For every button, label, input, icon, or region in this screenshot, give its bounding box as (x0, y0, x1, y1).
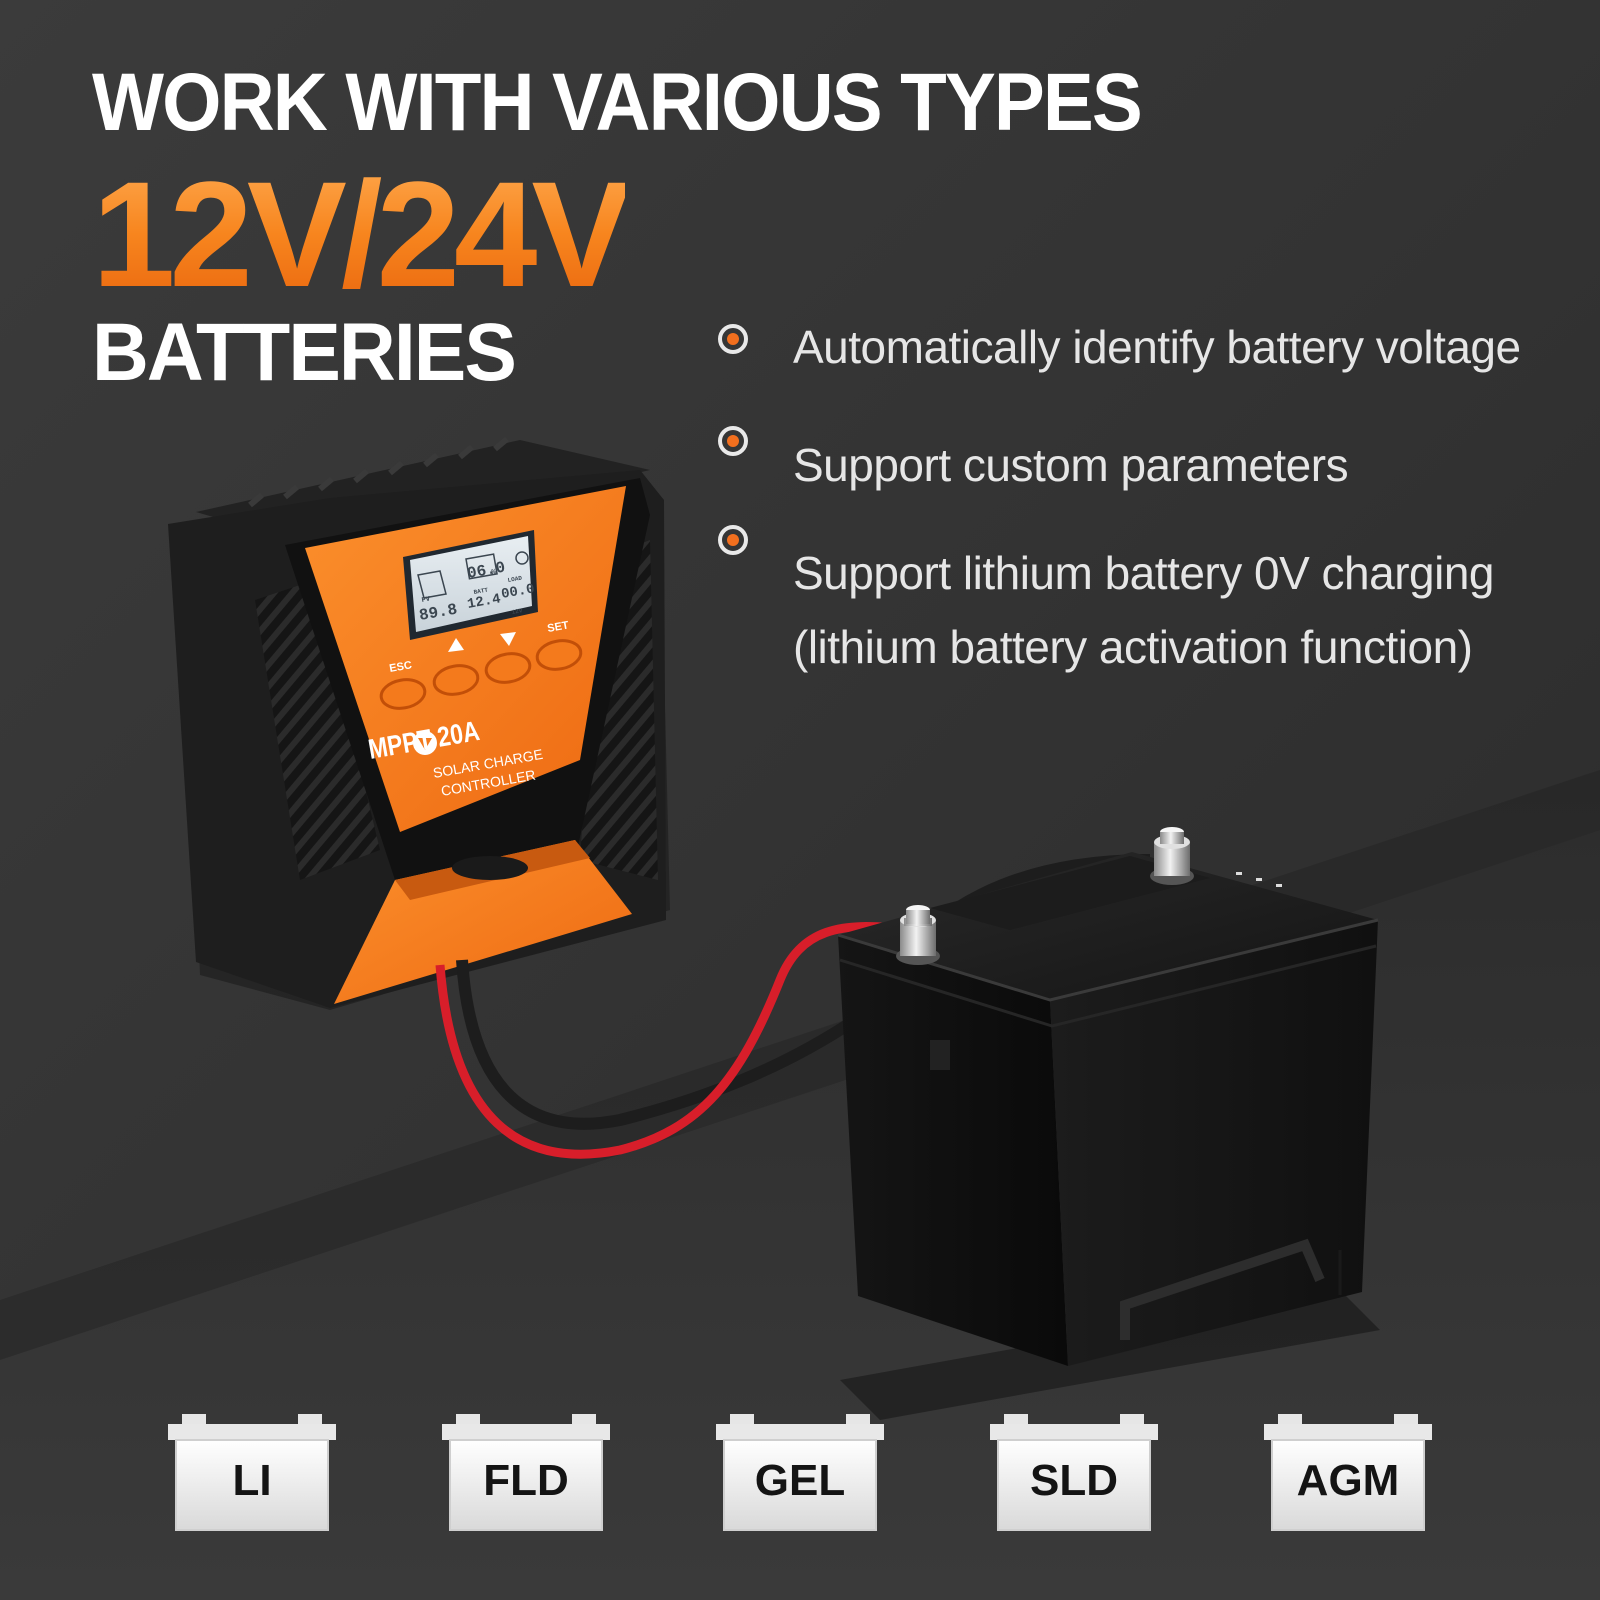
battery-type-icon (716, 1414, 884, 1531)
lcd-display: PV 89.8 06.0 % BATT 12.4 LOAD 00.0 12V (403, 530, 538, 640)
esc-button[interactable] (379, 676, 427, 711)
battery-type-label: FLD (483, 1456, 569, 1505)
battery-type-label: GEL (754, 1456, 846, 1505)
battery-type-gel: GEL (716, 1412, 884, 1534)
esc-button-label: ESC (388, 659, 412, 675)
feature-text-line2: (lithium battery activation function) (793, 621, 1473, 673)
up-button[interactable] (432, 662, 480, 697)
bullet-icon (718, 324, 748, 354)
lcd-load-value: 00.0 (500, 581, 536, 603)
bullet-icon (718, 426, 748, 456)
headline-line3: BATTERIES (92, 307, 517, 398)
battery-type-label: SLD (1030, 1456, 1118, 1505)
battery-type-li: LI (168, 1412, 336, 1534)
lcd-top-unit: % (491, 568, 497, 577)
positive-terminal (896, 905, 940, 965)
battery-type-icon (442, 1414, 610, 1531)
charge-controller: PV 89.8 06.0 % BATT 12.4 LOAD 00.0 12V E… (168, 436, 670, 1010)
feature-text: Support lithium battery 0V charging (lit… (793, 536, 1495, 684)
battery-type-icon (990, 1414, 1158, 1531)
lcd-batt-label: BATT (473, 587, 489, 596)
battery-handle (1120, 1238, 1325, 1340)
lcd-load-label: LOAD (507, 575, 523, 584)
controller-buttons: ESC SET (379, 619, 583, 711)
down-arrow-icon (500, 632, 516, 646)
set-button-label: SET (546, 619, 569, 635)
battery-type-fld: FLD (442, 1412, 610, 1534)
feature-text-line1: Support lithium battery 0V charging (793, 547, 1495, 599)
headline-voltage: 12V/24V (92, 148, 631, 321)
feature-text: Automatically identify battery voltage (793, 321, 1521, 373)
battery-type-label: LI (232, 1456, 272, 1505)
feature-text: Support custom parameters (793, 439, 1349, 491)
lcd-batt-value: 12.4 (466, 591, 502, 613)
bullet-icon (718, 525, 748, 555)
down-button[interactable] (484, 650, 532, 685)
battery-type-sld: SLD (990, 1412, 1158, 1534)
headline-line1: WORK WITH VARIOUS TYPES (92, 57, 1143, 148)
battery-type-icon (1264, 1414, 1432, 1531)
lead-acid-battery (837, 827, 1380, 1420)
battery-side (1050, 920, 1378, 1366)
battery-type-agm: AGM (1264, 1412, 1432, 1534)
battery-type-icon (168, 1414, 336, 1531)
cable-port (452, 856, 528, 880)
lcd-bulb-icon (515, 551, 529, 565)
orange-face-panel (305, 486, 626, 832)
left-vent (255, 580, 380, 880)
set-button[interactable] (535, 637, 583, 672)
lcd-system-voltage: 12V (511, 607, 523, 616)
battery-type-label: AGM (1296, 1456, 1400, 1505)
lcd-battery-icon (465, 553, 498, 580)
up-arrow-icon (448, 638, 464, 652)
black-cable (456, 959, 859, 1130)
lcd-pv-label: PV (421, 595, 431, 604)
lcd-solar-panel-icon (417, 570, 447, 599)
battery-top (838, 852, 1378, 1000)
battery-front (838, 935, 1068, 1366)
red-cable (435, 922, 909, 1159)
negative-terminal (1150, 827, 1194, 885)
